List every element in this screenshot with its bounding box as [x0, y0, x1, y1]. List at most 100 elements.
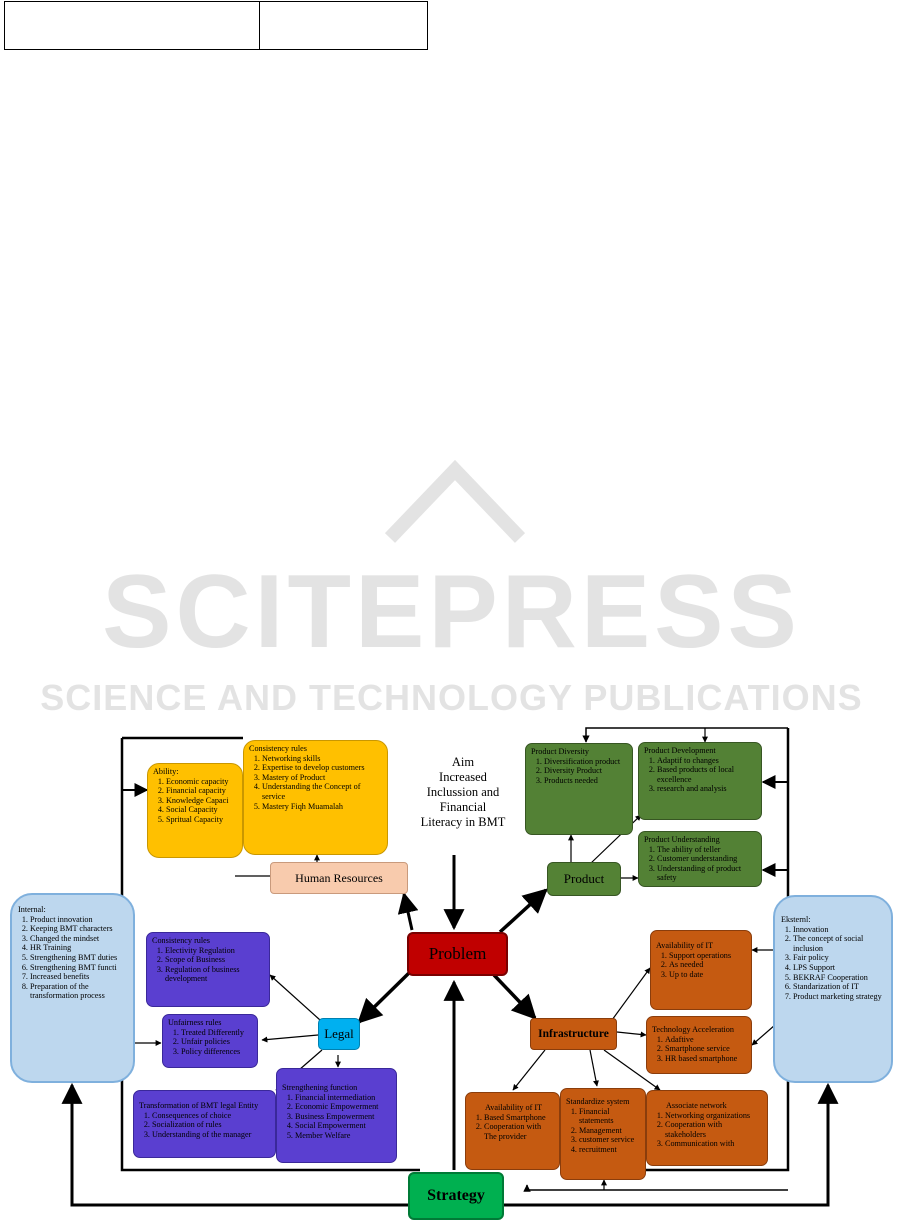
list-item: Scope of Business [165, 955, 264, 965]
watermark-chevron-icon [384, 459, 526, 543]
list-item: The ability of teller [657, 845, 756, 855]
associate-network-box: Associate network Networking organizatio… [646, 1090, 768, 1166]
list-item: As needed [669, 960, 746, 970]
human-resources-label: Human Resources [295, 870, 383, 885]
ability-title: Ability: [153, 767, 179, 776]
list-item: Spritual Capacity [166, 815, 237, 825]
standardize-list: Financial statements Management customer… [566, 1107, 640, 1155]
list-item: Business Empowerment [295, 1112, 391, 1122]
standardize-title: Standardize system [566, 1097, 630, 1106]
hr-consistency-box: Consistency rules Networking skills Expe… [243, 740, 388, 855]
infrastructure-label: Infrastructure [538, 1028, 609, 1040]
product-understanding-box: Product Understanding The ability of tel… [638, 831, 762, 887]
aim-line-4: Financial [439, 800, 487, 814]
list-item: Understanding of the manager [152, 1130, 270, 1140]
list-item: Increased benefits [30, 972, 127, 982]
problem-label: Problem [428, 944, 487, 963]
list-item: Understanding of product safety [657, 864, 756, 883]
watermark-subtitle: SCIENCE AND TECHNOLOGY PUBLICATIONS [40, 677, 863, 718]
hr-consistency-title: Consistency rules [249, 744, 307, 753]
associate-network-title: Associate network [666, 1101, 727, 1110]
strengthening-title: Strengthening function [282, 1083, 358, 1092]
list-item: research and analysis [657, 784, 756, 794]
frame-right [616, 728, 790, 1172]
product-development-box: Product Development Adaptif to changes B… [638, 742, 762, 820]
list-item: Innovation [793, 925, 885, 935]
eksternal-box: Eksternl: Innovation The concept of soci… [773, 895, 893, 1083]
list-item: HR based smartphone [665, 1054, 746, 1064]
eksternal-title: Eksternl: [781, 915, 811, 924]
unfairness-list: Treated Differently Unfair policies Poli… [168, 1028, 252, 1057]
product-label: Product [563, 871, 605, 886]
list-item: Cooperation with The provider [484, 1122, 554, 1141]
list-item: customer service [579, 1135, 640, 1145]
list-item: Socialization of rules [152, 1120, 270, 1130]
standardize-box: Standardize system Financial statements … [560, 1088, 646, 1180]
list-item: BEKRAF Cooperation [793, 973, 885, 983]
watermark-title: SCITEPRESS [102, 554, 801, 670]
list-item: Social Empowerment [295, 1121, 391, 1131]
product-understanding-title: Product Understanding [644, 835, 720, 844]
hr-consistency-list: Networking skills Expertise to develop c… [249, 754, 382, 812]
list-item: Unfair policies [181, 1037, 252, 1047]
list-item: Product marketing strategy [793, 992, 885, 1002]
strategy-to-eksternal [504, 1082, 839, 1207]
list-item: Financial capacity [166, 786, 237, 796]
availability-top-box: Availability of IT Support operations As… [650, 930, 752, 1010]
legal-to-unfairness [261, 1034, 319, 1043]
list-item: Cooperation with stakeholders [665, 1120, 762, 1139]
product-understanding-list: The ability of teller Customer understan… [644, 845, 756, 883]
aim-line-3: Inclussion and [426, 785, 500, 799]
internal-list: Product innovation Keeping BMT character… [18, 915, 127, 1001]
associate-network-list: Networking organizations Cooperation wit… [652, 1111, 762, 1149]
list-item: Understanding the Concept of service [262, 782, 382, 801]
list-item: Strengthening BMT duties [30, 953, 127, 963]
ability-box: Ability: Economic capacity Financial cap… [147, 763, 243, 858]
tech-acceleration-title: Technology Acceleration [652, 1025, 734, 1034]
availability-bottom-title: Availability of IT [485, 1103, 543, 1112]
aim-line-2: Increased [439, 770, 487, 784]
list-item: Financial intermediation [295, 1093, 391, 1103]
list-item: Expertise to develop customers [262, 763, 382, 773]
list-item: Member Welfare [295, 1131, 391, 1141]
list-item: Diversity Product [544, 766, 627, 776]
list-item: Preparation of the transformation proces… [30, 982, 127, 1001]
list-item: Customer understanding [657, 854, 756, 864]
infra-to-availability-top [611, 967, 651, 1021]
legal-label: Legal [324, 1026, 354, 1041]
list-item: Standarization of IT [793, 982, 885, 992]
aim-text: Aim Increased Inclussion and Financial L… [402, 755, 524, 830]
list-item: Fair policy [793, 953, 885, 963]
list-item: Adaptif to changes [657, 756, 756, 766]
list-item: Consequences of choice [152, 1111, 270, 1121]
eksternal-list: Innovation The concept of social inclusi… [781, 925, 885, 1002]
list-item: Management [579, 1126, 640, 1136]
unfairness-box: Unfairness rules Treated Differently Unf… [162, 1014, 258, 1068]
aim-line-5: Literacy in BMT [420, 815, 506, 829]
list-item: Networking skills [262, 754, 382, 764]
watermark-logo [380, 458, 530, 548]
availability-top-title: Availability of IT [656, 941, 714, 950]
list-item: Social Capacity [166, 805, 237, 815]
problem-to-legal [357, 970, 412, 1024]
transformation-list: Consequences of choice Socialization of … [139, 1111, 270, 1140]
list-item: Changed the mindset [30, 934, 127, 944]
tech-acceleration-list: Adaftive Smartphone service HR based sma… [652, 1035, 746, 1064]
problem-to-infra [492, 973, 537, 1020]
list-item: Based Smartphone [484, 1113, 554, 1123]
infra-to-associate [603, 1049, 661, 1091]
frame-left [120, 738, 420, 1172]
legal-consistency-title: Consistency rules [152, 936, 210, 945]
infra-to-standardize [589, 1049, 599, 1087]
list-item: HR Training [30, 943, 127, 953]
infrastructure-node: Infrastructure [530, 1018, 617, 1050]
strategy-label: Strategy [427, 1187, 485, 1204]
strategy-to-internal [61, 1082, 410, 1207]
list-item: Product innovation [30, 915, 127, 925]
legal-to-consistency [269, 974, 321, 1021]
infra-to-tech [616, 1031, 647, 1038]
list-item: Keeping BMT characters [30, 924, 127, 934]
strengthening-box: Strengthening function Financial interme… [276, 1068, 397, 1163]
table-fragment [4, 1, 428, 50]
list-item: Diversification product [544, 757, 627, 767]
